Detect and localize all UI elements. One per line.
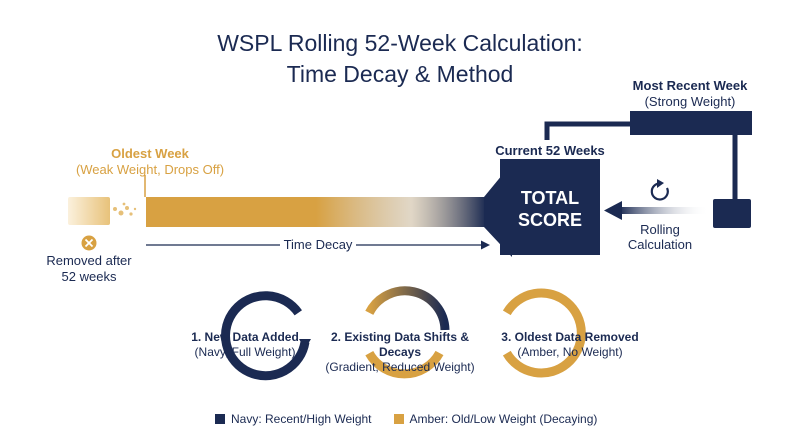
step-3-title: 3. Oldest Data Removed [501,330,639,344]
time-decay-label: Time Decay [283,237,353,252]
most-recent-week-box [630,111,752,135]
legend-label-navy: Navy: Recent/High Weight [231,412,372,426]
close-circle-icon [81,235,97,251]
page-title-line-1: WSPL Rolling 52-Week Calculation: [217,30,583,56]
time-decay-arrowhead [481,240,490,250]
legend-label-amber: Amber: Old/Low Weight (Decaying) [409,412,598,426]
current-52-weeks-label: Current 52 Weeks [495,143,605,158]
legend-swatch-navy [215,414,225,424]
removed-line-2: 52 weeks [61,269,117,284]
step-2-label: 2. Existing Data Shifts & Decays (Gradie… [310,330,490,375]
step-3-subtitle: (Amber, No Weight) [517,345,623,359]
step-3-ring [502,288,586,378]
dissolve-particles [113,202,137,216]
page-title-line-2: Time Decay & Method [286,61,514,87]
faded-oldest-block [68,197,110,225]
step-2-title: 2. Existing Data Shifts & Decays [330,330,470,359]
removed-line-1: Removed after [46,253,132,268]
rolling-arrowhead [604,201,622,220]
rolling-arrow-shaft [619,207,709,214]
most-recent-week-title: Most Recent Week [632,78,748,93]
decay-bar [146,197,486,227]
step-2-subtitle: (Gradient, Reduced Weight) [325,360,475,374]
legend-swatch-amber [393,414,404,424]
rolling-source-square [713,199,751,228]
total-score-box [500,159,600,255]
refresh-icon [650,182,669,201]
rolling-line-1: Rolling [640,222,680,237]
oldest-week-subtitle: (Weak Weight, Drops Off) [75,162,225,177]
oldest-week-title: Oldest Week [111,146,189,161]
step-1-ring [221,291,311,381]
step-3-label: 3. Oldest Data Removed (Amber, No Weight… [500,330,640,360]
step-1-title: 1. New Data Added [191,330,299,344]
step-1-subtitle: (Navy, Full Weight) [194,345,296,359]
step-1-label: 1. New Data Added (Navy, Full Weight) [175,330,315,360]
legend: Navy: Recent/High Weight Amber: Old/Low … [215,412,597,426]
rolling-line-2: Calculation [627,237,693,252]
most-recent-week-subtitle: (Strong Weight) [644,94,736,109]
current-connector [544,121,630,140]
total-score-line-2: SCORE [517,210,582,230]
step-2-ring [365,286,450,379]
total-score-line-1: TOTAL [520,188,580,208]
total-score-label: TOTAL SCORE [500,187,600,231]
